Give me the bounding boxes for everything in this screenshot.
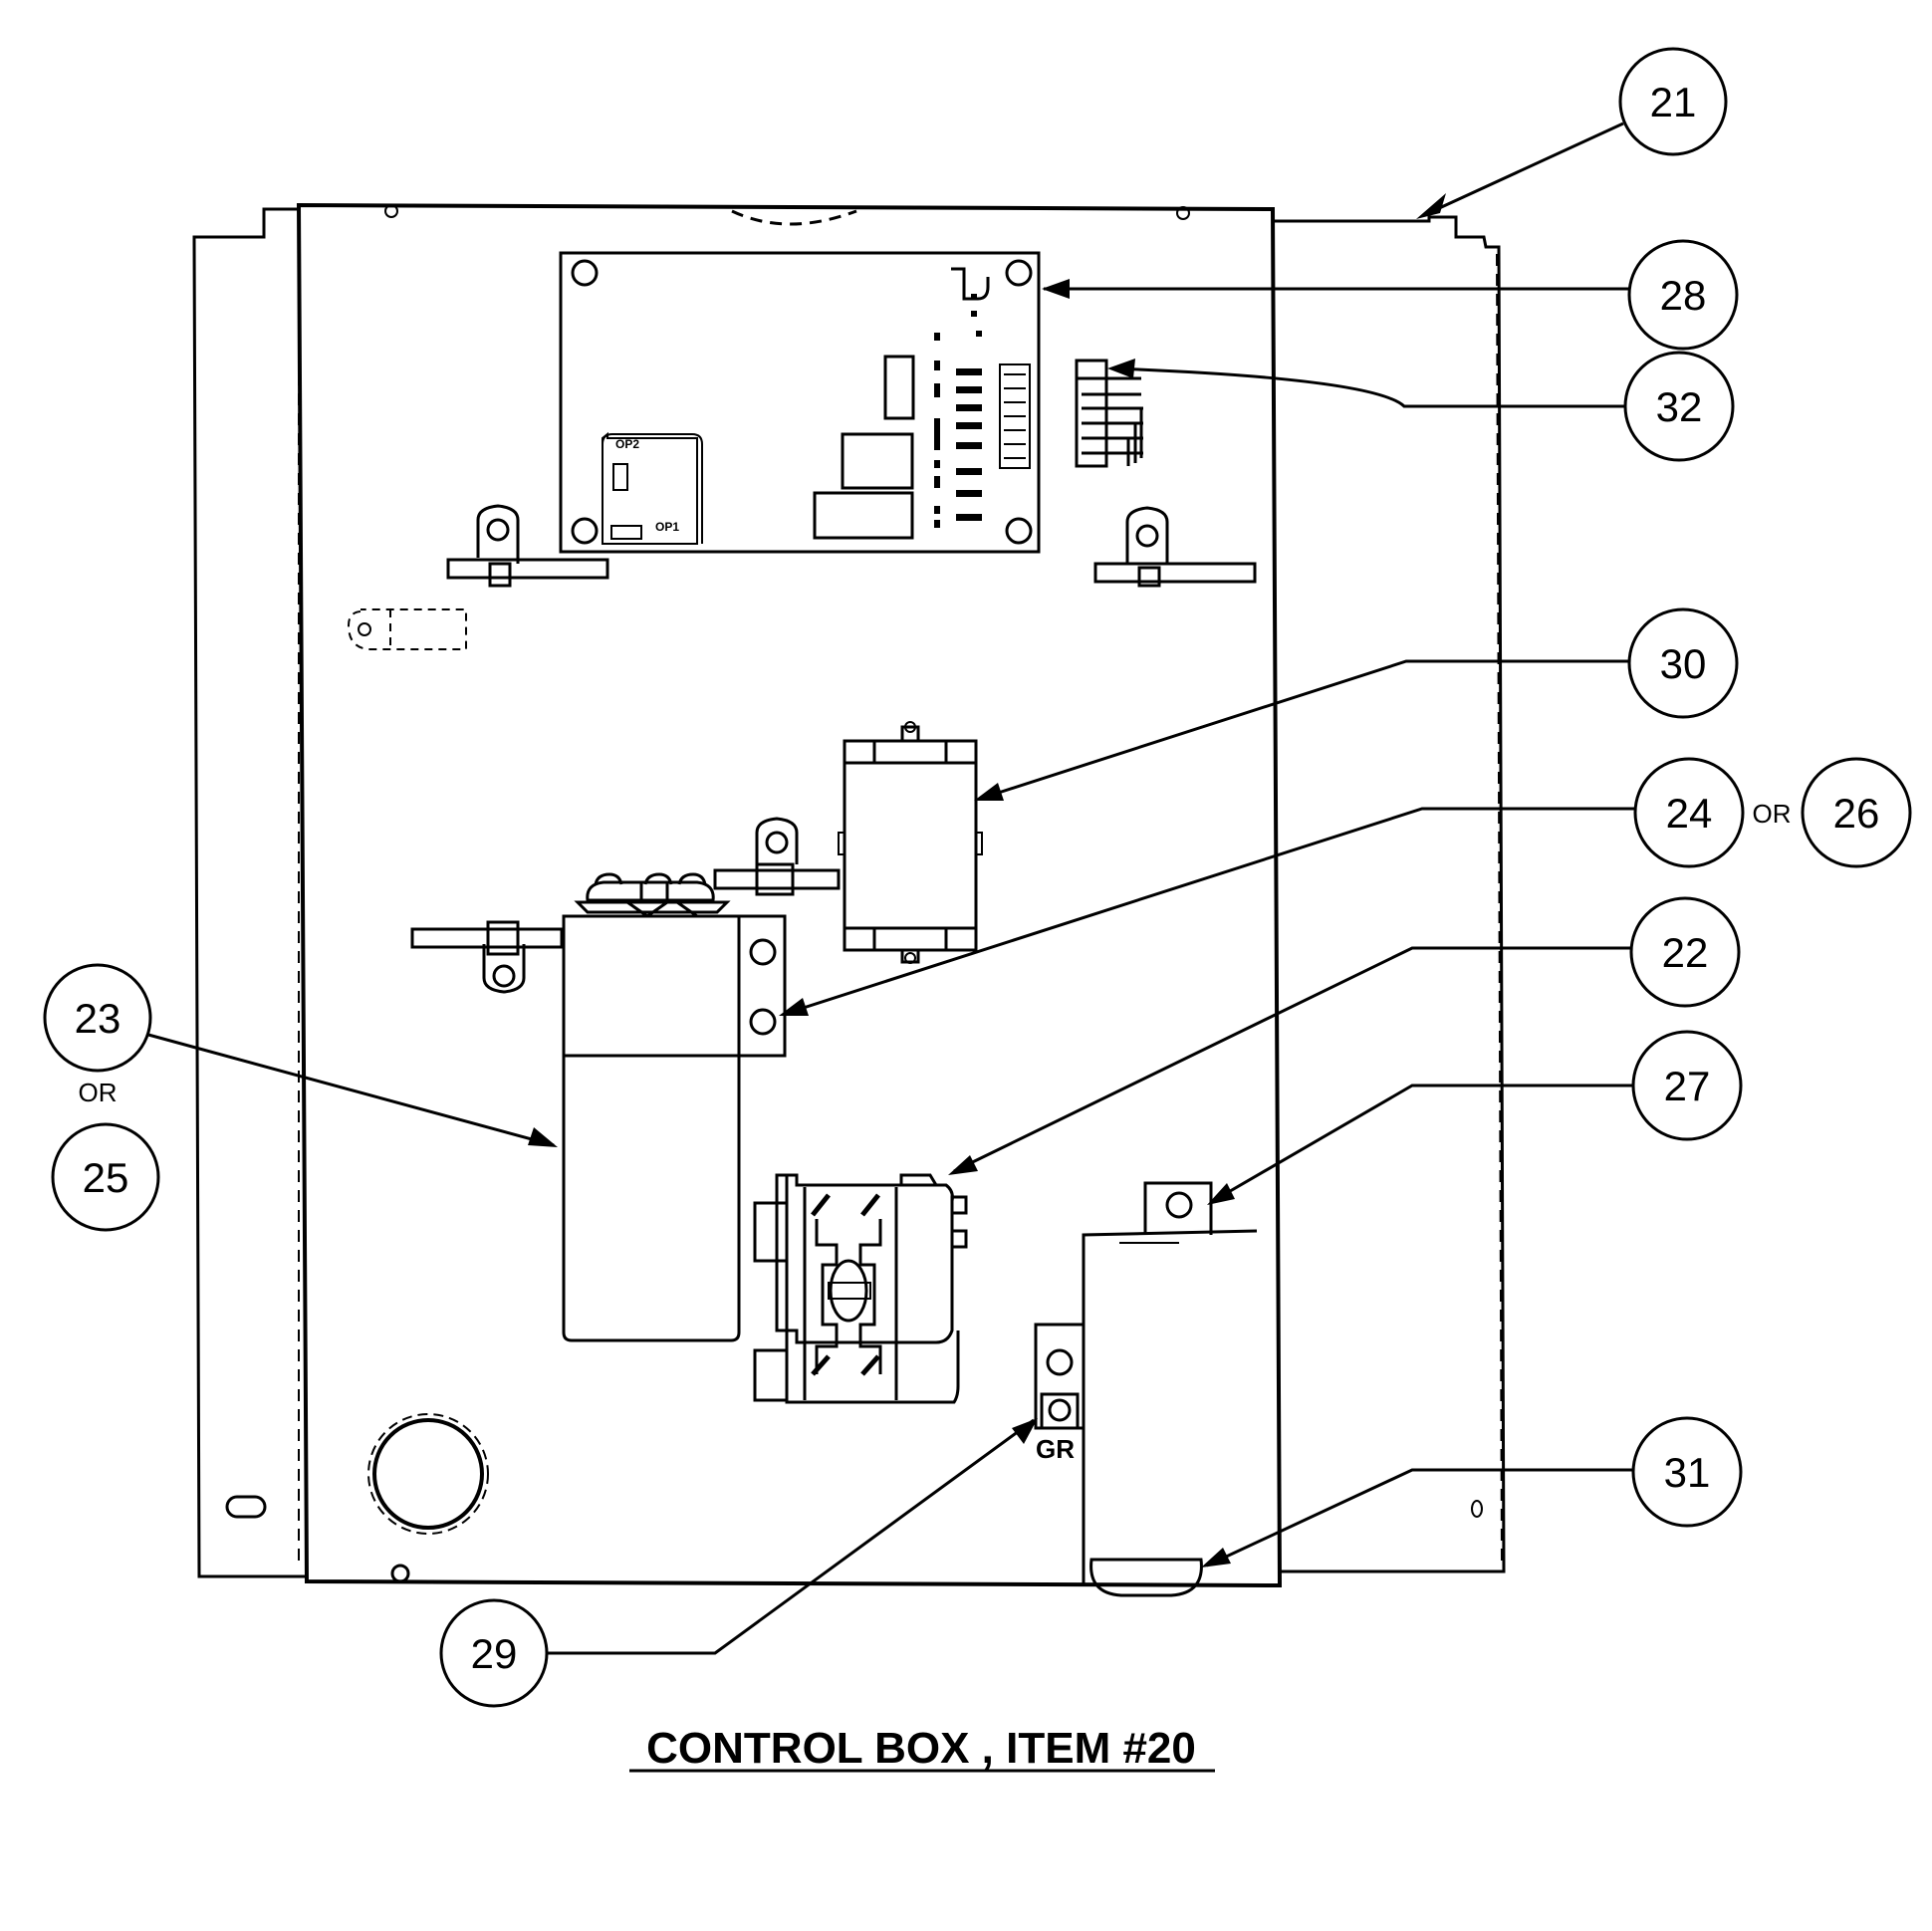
callout-numbers: 21 28 32 30 24 26 22 27 31 23 25 29 OR O… [75,79,1880,1677]
callout-24-num: 24 [1666,790,1713,837]
callout-26-num: 26 [1833,790,1880,837]
left-slot [225,1495,267,1519]
callout-30-num: 30 [1660,640,1707,687]
callout-29 [439,1598,549,1708]
callout-27 [1631,1030,1743,1141]
op2-label: OP2 [615,437,639,451]
arrow-27 [1207,1183,1235,1205]
top-notch [731,209,857,226]
top-rivet-left [384,204,398,218]
arrow-31 [1201,1548,1231,1568]
dashed-part [347,608,467,650]
standoff-left [476,504,520,564]
arrow-24 [779,998,809,1016]
callout-28-num: 28 [1660,272,1707,319]
cabinet [192,202,1506,1588]
board-relay-mid [841,432,914,490]
right-hole [1471,1500,1483,1518]
board-hole-tr [1005,259,1033,287]
gr-label: GR [1036,1434,1075,1464]
board-hole-tl [571,259,599,287]
callout-29-num: 29 [471,1630,518,1677]
main-panel [296,202,1283,1588]
board-jumper [951,267,990,301]
callout-32 [1623,351,1735,462]
op-switch [612,463,628,491]
or-label-right: OR [1753,799,1792,829]
ground-lug [1034,1323,1086,1430]
top-rivet-right [1176,206,1190,220]
arrow-32 [1107,359,1135,378]
board-relay-large [813,491,914,540]
right-flange [1275,215,1506,1573]
arrow-23 [528,1127,558,1147]
arrowheads [528,193,1446,1568]
callout-26 [1801,757,1912,868]
standoff-mid-left [482,944,526,994]
diagram-title: CONTROL BOX , ITEM #20 [646,1724,1196,1773]
callout-23-num: 23 [75,995,121,1042]
op1-switch [610,525,642,540]
arrow-29 [1012,1418,1038,1444]
control-board [559,251,1041,554]
capacitor [562,872,787,1342]
callouts [43,47,1912,1708]
board-terminal-labels [934,333,940,528]
callout-22 [1629,896,1741,1008]
callout-21-num: 21 [1650,79,1697,125]
knockout [367,1413,489,1535]
arrow-21 [1416,193,1446,219]
arrow-30 [974,783,1004,801]
callout-22-num: 22 [1662,929,1709,976]
callout-27-num: 27 [1664,1063,1711,1109]
callout-30 [1627,607,1739,719]
left-flange [192,207,307,1578]
transformer [1082,1181,1258,1597]
callout-31-num: 31 [1664,1449,1711,1496]
op1-label: OP1 [655,520,679,534]
board-outline [559,251,1041,554]
arrow-28 [1042,279,1070,299]
or-label-left: OR [79,1078,118,1107]
callout-23 [43,963,152,1073]
terminal-stripes [956,368,982,521]
board-dots [971,294,982,337]
board-hole-bl [571,517,599,545]
callout-25-num: 25 [83,1154,129,1201]
contactor [753,1173,968,1404]
callout-32-num: 32 [1656,383,1703,430]
callout-25 [51,1122,160,1232]
callout-28 [1627,239,1739,351]
op-module-top [602,433,703,544]
bottom-rivet [390,1564,410,1583]
standoff-right [1125,506,1169,564]
callout-31 [1631,1416,1743,1528]
standoff-mid-top [755,817,799,864]
board-hole-br [1005,517,1033,545]
leader-lines [136,121,1637,1655]
callout-21 [1618,47,1728,156]
board-relay-small [883,355,915,420]
arrow-22 [948,1155,978,1175]
standoffs [347,504,1257,994]
connector-plug [1075,359,1143,468]
terminal-block [999,363,1031,469]
relay-30 [838,721,983,964]
callout-24 [1633,757,1745,868]
